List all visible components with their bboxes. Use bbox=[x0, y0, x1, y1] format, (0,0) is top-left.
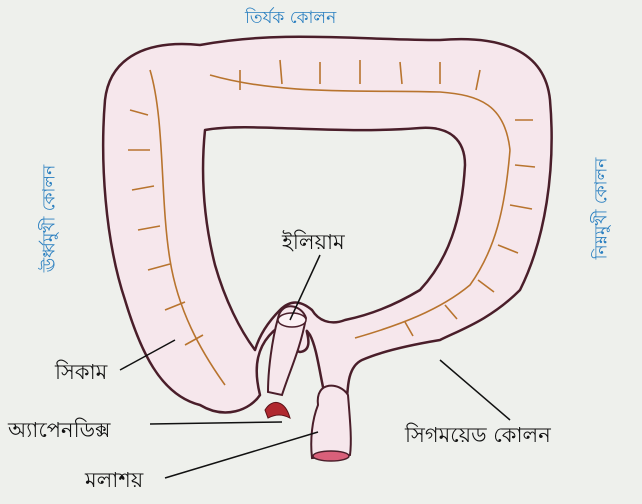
caecum-label: সিকাম bbox=[55, 362, 107, 383]
transverse-colon-label: তির্যক কোলন bbox=[245, 10, 336, 27]
rectum-tube bbox=[311, 386, 351, 458]
ascending-colon-label: ঊর্ধ্বমুখী কোলন bbox=[42, 124, 59, 314]
rectum-pointer bbox=[165, 432, 318, 478]
descending-colon-label: নিম্নমুখী কোলন bbox=[594, 119, 611, 299]
anus-opening bbox=[313, 451, 349, 461]
sigmoid-pointer bbox=[440, 360, 510, 420]
appendix-shape bbox=[265, 402, 290, 418]
ileum-label: ইলিয়াম bbox=[282, 232, 345, 253]
appendix-pointer bbox=[150, 422, 282, 424]
rectum-label: মলাশয় bbox=[85, 470, 143, 491]
sigmoid-colon-label: সিগময়েড কোলন bbox=[405, 425, 551, 446]
appendix-label: অ্যাপেনডিক্স bbox=[8, 420, 111, 441]
